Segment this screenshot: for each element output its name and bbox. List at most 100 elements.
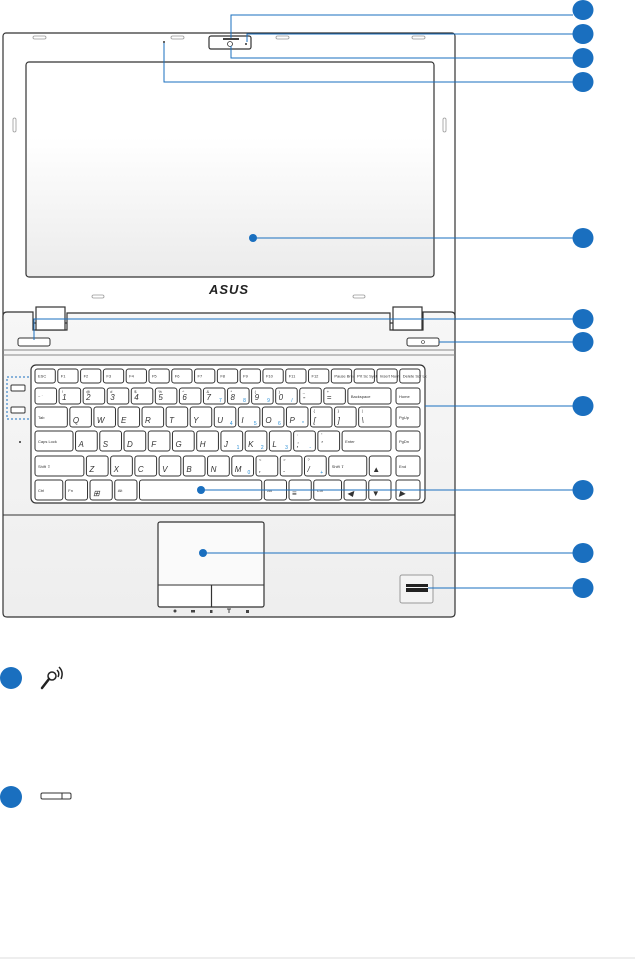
key[interactable]: Z (85, 455, 109, 477)
key-cap[interactable] (114, 479, 138, 501)
key[interactable]: [{ (310, 406, 333, 428)
key-cap[interactable] (244, 430, 268, 452)
key-cap[interactable] (304, 455, 327, 477)
key-cap[interactable] (64, 479, 89, 501)
key[interactable]: D (123, 430, 147, 452)
key-cap[interactable] (171, 368, 193, 384)
key-cap[interactable] (58, 387, 82, 405)
key-cap[interactable] (123, 430, 147, 452)
key-cap[interactable] (125, 368, 147, 384)
key-cap[interactable] (237, 406, 261, 428)
key[interactable]: Delete Scr Lk (399, 368, 427, 384)
key-cap[interactable] (171, 430, 195, 452)
key-cap[interactable] (261, 406, 285, 428)
key[interactable]: ,< (255, 455, 279, 477)
key-cap[interactable] (202, 387, 226, 405)
key[interactable]: 3# (106, 387, 130, 405)
key-cap[interactable] (147, 430, 171, 452)
quick-key-1[interactable] (10, 384, 26, 392)
key-cap[interactable] (353, 368, 375, 384)
key[interactable]: /?+ (304, 455, 327, 477)
key-cap[interactable] (227, 387, 250, 405)
key[interactable]: C (134, 455, 158, 477)
key[interactable]: 2@ (82, 387, 106, 405)
key[interactable]: Ctrl (34, 479, 64, 501)
key[interactable]: Y (189, 406, 213, 428)
key-cap[interactable] (141, 406, 165, 428)
key-cap[interactable] (310, 406, 333, 428)
key[interactable]: F11 (285, 368, 307, 384)
key[interactable]: H (196, 430, 219, 452)
key[interactable]: Enter (341, 430, 392, 452)
key-cap[interactable] (85, 455, 109, 477)
key-cap[interactable] (82, 387, 106, 405)
key-cap[interactable] (99, 430, 123, 452)
key-cap[interactable] (207, 455, 230, 477)
key[interactable]: 9(9 (251, 387, 274, 405)
key[interactable]: -_ (299, 387, 322, 405)
key[interactable]: V (158, 455, 182, 477)
key-cap[interactable] (165, 406, 189, 428)
key-cap[interactable] (34, 406, 68, 428)
key[interactable]: Pause Break (330, 368, 357, 384)
quick-key-2[interactable] (10, 406, 26, 414)
key[interactable]: Home (395, 387, 421, 405)
key[interactable]: ESC (34, 368, 56, 384)
key-cap[interactable] (395, 430, 421, 452)
key[interactable]: 6^ (178, 387, 202, 405)
key[interactable]: F7 (194, 368, 216, 384)
key-cap[interactable] (158, 455, 182, 477)
key-cap[interactable] (330, 368, 353, 384)
key[interactable]: 4$ (130, 387, 154, 405)
key-cap[interactable] (251, 387, 274, 405)
key-cap[interactable] (328, 455, 368, 477)
key[interactable]: F4 (125, 368, 147, 384)
key[interactable]: End (395, 455, 421, 477)
key-cap[interactable] (285, 368, 307, 384)
key[interactable]: Shift ⇧ (34, 455, 85, 477)
key-cap[interactable] (182, 455, 206, 477)
key[interactable]: Backspace (347, 387, 392, 405)
key-cap[interactable] (399, 368, 421, 384)
key[interactable]: .> (279, 455, 303, 477)
key-cap[interactable] (110, 455, 133, 477)
key[interactable]: Prt Sc SysRq (353, 368, 381, 384)
key[interactable]: ;:- (293, 430, 316, 452)
key[interactable]: Fn (64, 479, 89, 501)
key-cap[interactable] (220, 430, 244, 452)
power-switch[interactable] (406, 337, 440, 347)
key-cap[interactable] (213, 406, 237, 428)
key[interactable]: G (171, 430, 195, 452)
key[interactable]: 7&7 (202, 387, 226, 405)
key[interactable]: S (99, 430, 123, 452)
key-cap[interactable] (275, 387, 298, 405)
key-cap[interactable] (194, 368, 216, 384)
key[interactable]: X (110, 455, 133, 477)
key[interactable]: 0)/ (275, 387, 298, 405)
key[interactable]: T (165, 406, 189, 428)
key-cap[interactable] (196, 430, 219, 452)
key-cap[interactable] (178, 387, 202, 405)
key-cap[interactable] (262, 368, 284, 384)
key-cap[interactable] (358, 406, 392, 428)
key[interactable]: F5 (148, 368, 170, 384)
key-cap[interactable] (231, 455, 255, 477)
key-cap[interactable] (154, 387, 178, 405)
key[interactable]: F9 (239, 368, 261, 384)
key-cap[interactable] (347, 387, 392, 405)
key[interactable]: F10 (262, 368, 284, 384)
key-cap[interactable] (255, 455, 279, 477)
key[interactable]: ~ ` (34, 387, 58, 405)
key-cap[interactable] (239, 368, 261, 384)
key[interactable]: Tab (34, 406, 68, 428)
key-cap[interactable] (34, 387, 58, 405)
key[interactable]: 1! (58, 387, 82, 405)
key[interactable]: \| (358, 406, 392, 428)
key[interactable]: F1 (57, 368, 79, 384)
key[interactable]: F2 (80, 368, 102, 384)
key-cap[interactable] (117, 406, 141, 428)
key[interactable]: PgDn (395, 430, 421, 452)
key[interactable]: Alt (114, 479, 138, 501)
